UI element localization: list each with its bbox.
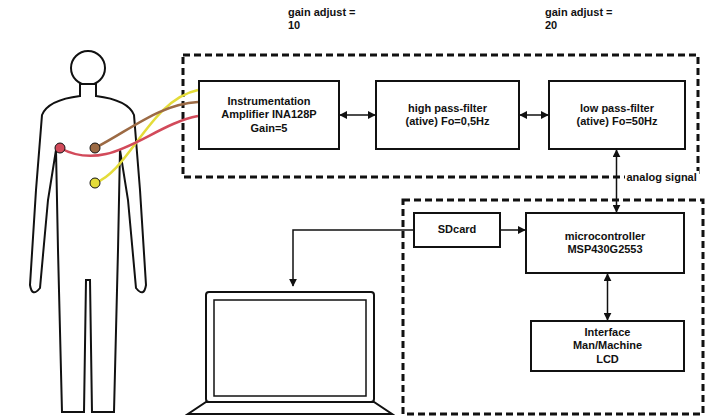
process-box: Interface Man/Machine LCD [530, 320, 685, 372]
signal-arrow [607, 274, 609, 320]
electrode [90, 143, 100, 153]
box-text: SDcard [438, 223, 477, 236]
signal-label: analog signal [625, 171, 699, 183]
process-box: Instrumentation Amplifier INA128P Gain=5 [198, 80, 340, 150]
electrode-wire [60, 116, 198, 156]
process-box: low pass-filter (ative) Fo=50Hz [548, 80, 686, 150]
electrode [55, 143, 65, 153]
box-text: microcontroller MSP430G2553 [550, 230, 660, 256]
electrode [90, 178, 100, 188]
process-box: SDcard [413, 212, 501, 248]
box-text: Interface Man/Machine LCD [566, 326, 650, 366]
gain-note: gain adjust = 20 [545, 6, 625, 31]
box-text: high pass-filter (ative) Fo=0,5Hz [399, 102, 497, 128]
group-frame [183, 55, 698, 177]
signal-arrow [340, 114, 375, 116]
process-box: microcontroller MSP430G2553 [525, 212, 685, 274]
box-text: Instrumentation Amplifier INA128P Gain=5 [219, 95, 319, 135]
laptop [188, 292, 392, 414]
signal-arrow [501, 229, 525, 231]
data-transfer-arrow [293, 230, 413, 286]
signal-arrow [520, 114, 548, 116]
group-frame [403, 200, 703, 414]
box-text: low pass-filter (ative) Fo=50Hz [568, 102, 666, 128]
gain-note: gain adjust = 10 [288, 6, 368, 31]
electrode-wire [95, 102, 198, 148]
human-figure [30, 51, 146, 412]
signal-arrow [616, 150, 618, 212]
process-box: high pass-filter (ative) Fo=0,5Hz [375, 80, 520, 150]
